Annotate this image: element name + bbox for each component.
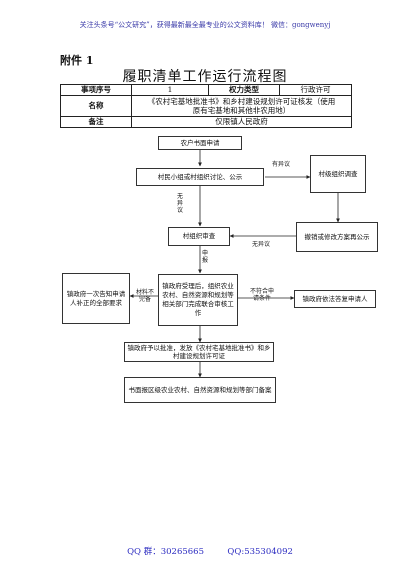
step-revoke-or-publish: 撤销或修改方案再公示 [296, 222, 378, 252]
page-title: 履职清单工作运行流程图 [122, 69, 288, 85]
attachment-label: 附件 1 [60, 54, 94, 67]
step-village-meeting-text: 村民小组或村组织讨论、公示 [157, 172, 243, 181]
remark-value: 仅限镇人民政府 [131, 116, 352, 128]
step-revoke-or-publish-text: 撤销或修改方案再公示 [304, 232, 370, 241]
step-apply-text: 农户书面申请 [180, 138, 220, 147]
step-notify-once: 镇政府一次告知申请人补正的全部要求 [62, 273, 130, 324]
step-village-meeting: 村民小组或村组织讨论、公示 [136, 168, 264, 186]
step-report: 书面报区级农业农村、自然资源和规划等部门备案 [124, 377, 276, 403]
step-apply: 农户书面申请 [158, 136, 242, 150]
label-submit: 申报 [202, 250, 209, 264]
label-no-objection: 无异议 [252, 241, 271, 248]
label-material-incomplete: 材料不完备 [135, 289, 154, 303]
info-row-remark: 备注 仅限镇人民政府 [60, 116, 352, 128]
step-reject-notice-text: 镇政府依法答复申请人 [302, 294, 368, 303]
step-report-text: 书面报区级农业农村、自然资源和规划等部门备案 [128, 386, 272, 394]
step-approve: 镇政府予以批准，发放《农村宅基地批准书》和乡村建设规划许可证 [124, 342, 274, 362]
label-not-meet: 不符合申请条件 [249, 288, 274, 302]
step-reject-notice: 镇政府依法答复申请人 [294, 290, 376, 308]
step-town-accept-text: 镇政府受理后，组织农业农村、自然资源和规划等相关部门完成联合审核工作 [162, 282, 234, 317]
info-table: 事项序号 1 权力类型 行政许可 名称 《农村宅基地批准书》和乡村建设规划许可证… [60, 84, 352, 128]
footer-qq: QQ:535304092 [227, 547, 293, 557]
label-no-objection-vertical: 无异议 [177, 193, 184, 214]
step-notify-once-text: 镇政府一次告知申请人补正的全部要求 [66, 289, 126, 307]
footer-contact: QQ 群：30265665 QQ:535304092 [100, 545, 320, 557]
step-village-investigate-text: 村级组织调查 [318, 169, 358, 178]
step-village-review: 村组织审查 [168, 227, 230, 246]
header-promo-note: 关注头条号“公文研究”，获得最新最全最专业的公文资料库！ 微信：gongweny… [79, 21, 331, 29]
step-village-investigate: 村级组织调查 [310, 155, 366, 193]
footer-qq-group: QQ 群：30265665 [127, 547, 204, 557]
step-village-review-text: 村组织审查 [182, 232, 216, 240]
label-objection: 有异议 [272, 161, 291, 168]
step-town-accept: 镇政府受理后，组织农业农村、自然资源和规划等相关部门完成联合审核工作 [158, 274, 238, 326]
step-approve-text: 镇政府予以批准，发放《农村宅基地批准书》和乡村建设规划许可证 [127, 344, 271, 360]
